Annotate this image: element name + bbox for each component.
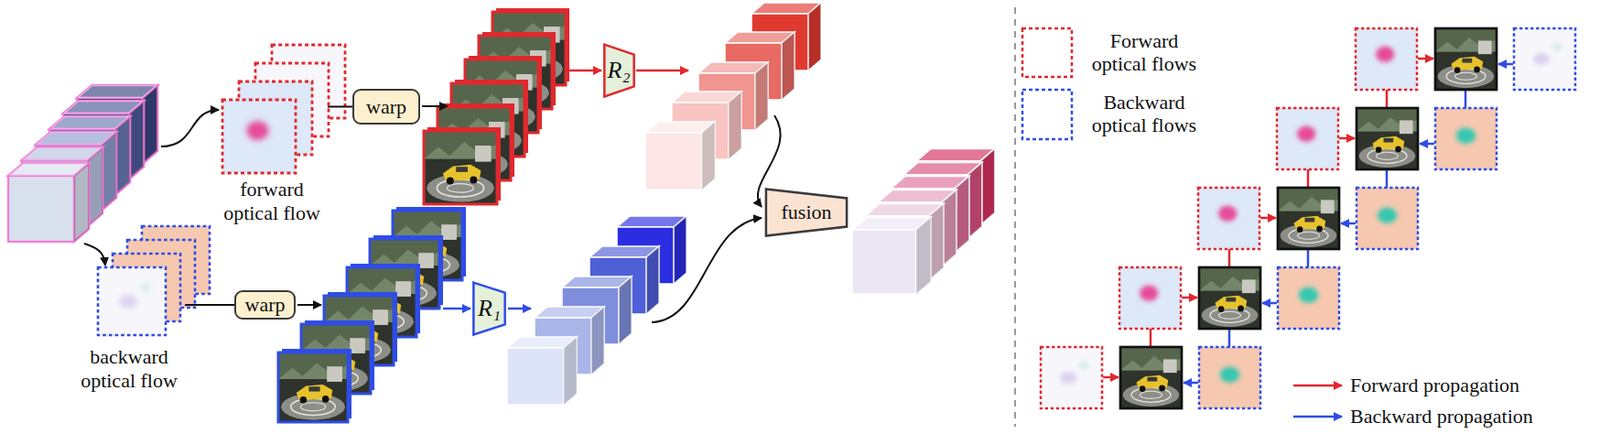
legend-text: Backward optical flows — [1081, 90, 1207, 138]
label-holder: forward optical flow — [216, 177, 328, 225]
node-label: warp — [245, 292, 286, 316]
node-label: backward optical flow — [73, 345, 185, 392]
legend-item: Forward propagation — [1350, 373, 1520, 397]
connector — [184, 303, 235, 306]
label-holder: backward optical flow — [73, 345, 185, 392]
node-label: R₁ — [477, 294, 501, 323]
warp-box: warp — [352, 88, 421, 125]
node-label: R₂ — [607, 56, 631, 85]
network-block: R₁ — [473, 281, 506, 336]
connector — [327, 106, 353, 109]
flow-stack: forward optical flow — [216, 96, 328, 225]
node-label: forward optical flow — [216, 177, 328, 225]
legend-text: Forward optical flows — [1081, 29, 1207, 76]
legend-item: Backward optical flows — [1081, 90, 1207, 138]
flow-stack: backward optical flow — [73, 265, 185, 392]
node-label: fusion — [781, 200, 833, 224]
label-holder: warp — [236, 291, 294, 318]
trapezoid-shape — [766, 189, 847, 237]
trapezoid-shape — [473, 282, 505, 336]
label-holder: warp — [354, 90, 419, 123]
legend-item: Backward propagation — [1350, 404, 1534, 428]
legend-text: Backward propagation — [1350, 404, 1534, 428]
trapezoid-shape — [604, 44, 634, 98]
fusion-block: fusion — [765, 188, 848, 237]
network-block: R₂ — [604, 43, 635, 98]
legend-text: Forward propagation — [1350, 373, 1520, 397]
label-holder: fusion — [765, 188, 848, 237]
label-holder: R₂ — [604, 43, 635, 98]
node-label: warp — [366, 95, 407, 119]
legend-item: Forward optical flows — [1081, 29, 1207, 76]
warp-box: warp — [234, 290, 296, 320]
label-holder: R₁ — [473, 281, 506, 336]
